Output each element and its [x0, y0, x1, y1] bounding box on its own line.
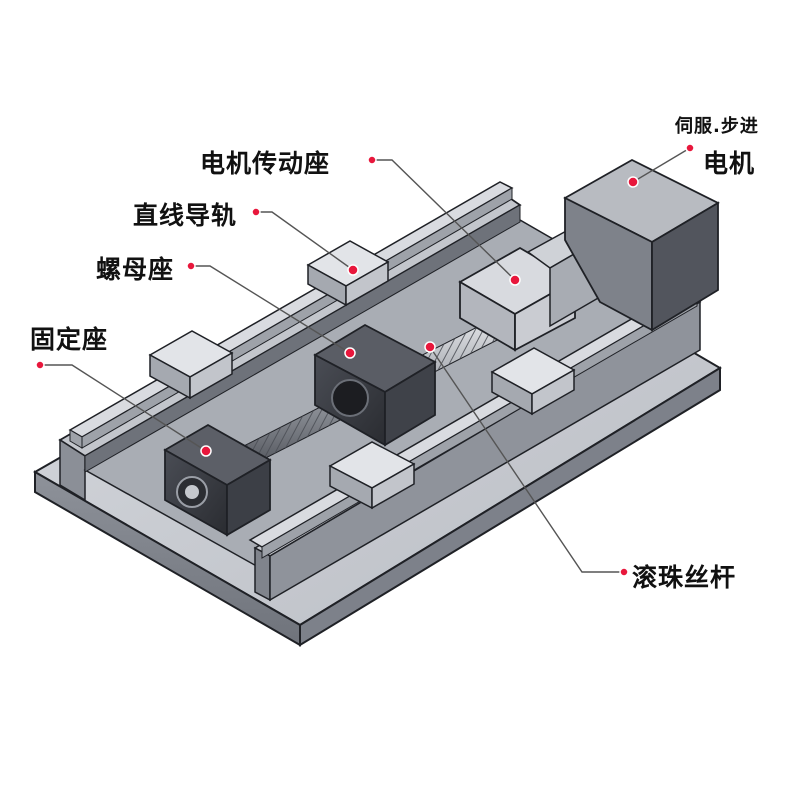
guide-block [148, 330, 234, 400]
label-motor: 电机 [703, 149, 756, 178]
marker-dot [367, 155, 377, 165]
leader-servo-motor [632, 147, 691, 183]
leader-fixed-seat [40, 364, 207, 452]
marker-dots [35, 143, 695, 577]
label-servo-stepper: 伺服.步进 [675, 116, 759, 137]
marker-dot [685, 143, 695, 153]
nut-seat-block [313, 323, 437, 447]
marker-dot [347, 264, 359, 276]
marker-dot [509, 274, 521, 286]
leader-linear-guide [256, 211, 354, 271]
marker-dot [344, 347, 356, 359]
label-fixed-seat: 固定座 [30, 325, 109, 354]
marker-dot [424, 341, 436, 353]
marker-dot [619, 567, 629, 577]
leader-nut-seat [191, 265, 351, 354]
label-linear-guide: 直线导轨 [133, 201, 238, 230]
marker-dot [627, 176, 639, 188]
marker-dot [186, 261, 196, 271]
label-nut-seat: 螺母座 [96, 255, 175, 284]
guide-block [490, 347, 576, 416]
leader-ball-screw [429, 346, 624, 573]
marker-dot [251, 207, 261, 217]
label-motor-mount: 电机传动座 [200, 149, 331, 178]
leader-motor-mount [372, 159, 516, 281]
fixed-seat-block [163, 423, 272, 537]
leader-lines [40, 147, 691, 573]
marker-dot [200, 445, 212, 457]
guide-block [328, 441, 416, 510]
marker-dot [35, 360, 45, 370]
label-ball-screw: 滚珠丝杆 [632, 563, 737, 592]
guide-block [306, 240, 390, 307]
servo-motor [563, 158, 720, 332]
